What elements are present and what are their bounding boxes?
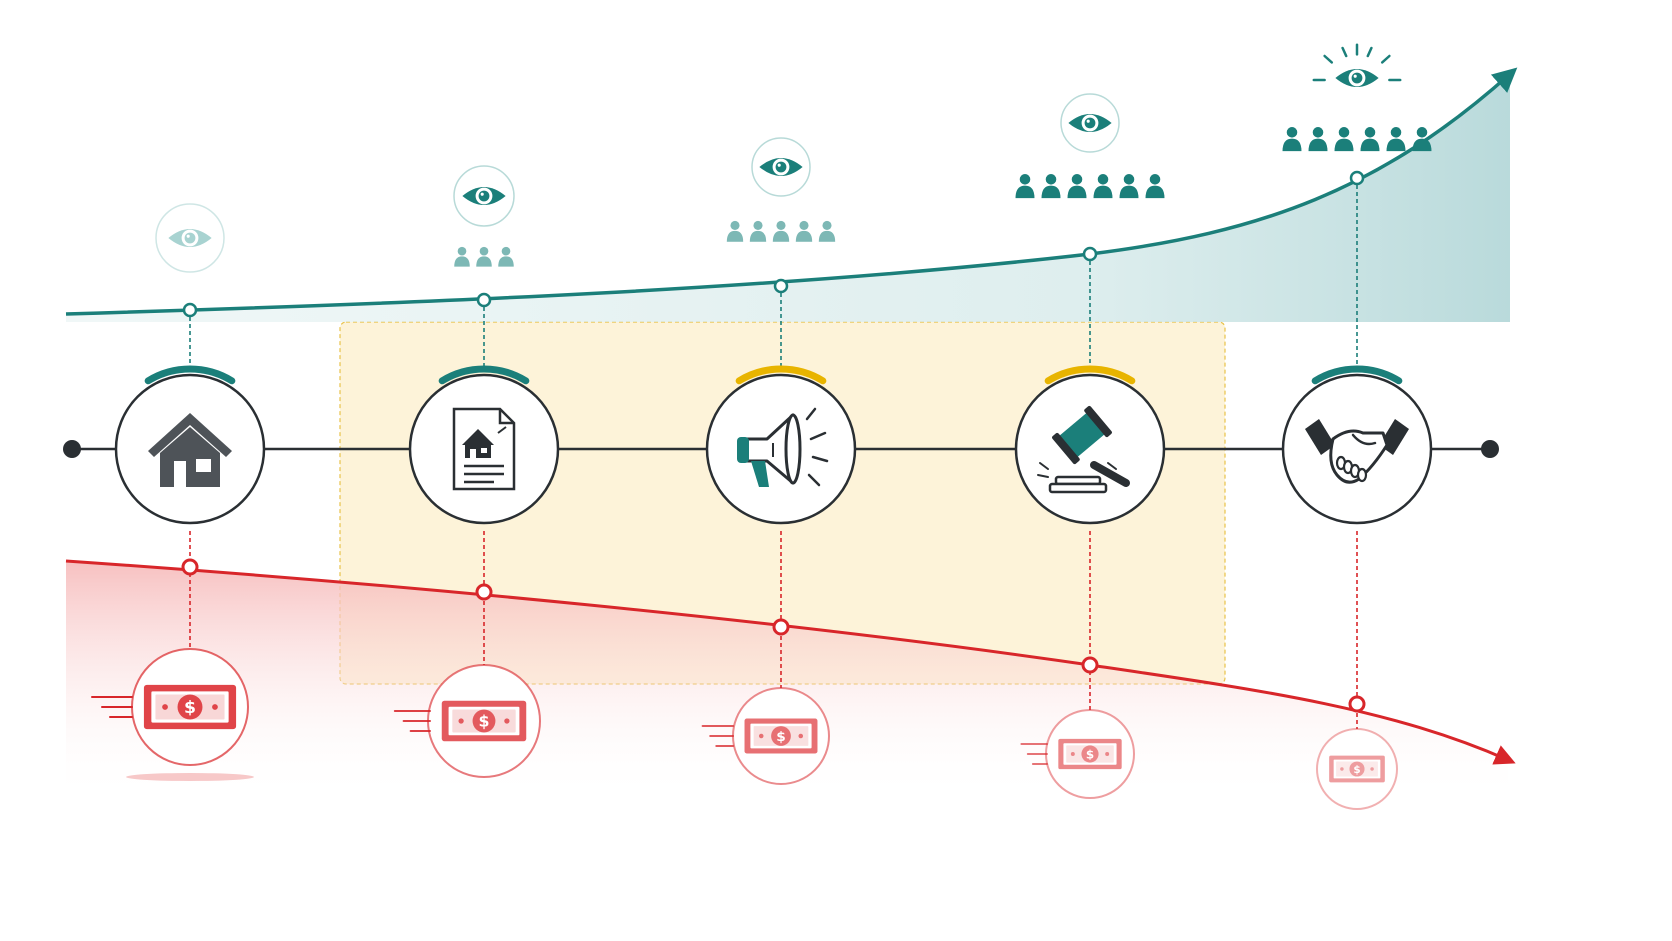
price-area (66, 561, 1508, 800)
price-point (475, 583, 493, 601)
megaphone-icon (737, 407, 829, 487)
viewer-person-icon (818, 220, 836, 242)
dollar-bill-icon (143, 684, 237, 730)
stage-progress-arc (144, 365, 236, 385)
price-point (1348, 695, 1366, 713)
stage-auction (1014, 93, 1166, 799)
visibility-point (476, 292, 492, 308)
price-point (772, 618, 790, 636)
viewer-person-icon (1067, 174, 1087, 199)
stage-marketing (701, 137, 857, 785)
viewer-person-icon (795, 220, 813, 242)
viewer-person-icon (1386, 127, 1406, 152)
viewer-person-icon (1145, 174, 1165, 199)
stage-progress-arc (1044, 365, 1136, 385)
dollar-bill-icon (1328, 755, 1386, 783)
visibility-point (182, 302, 198, 318)
visibility-ray (1323, 54, 1334, 64)
badge-shadow (126, 773, 254, 781)
timeline-start-dot (63, 440, 81, 458)
viewer-person-icon (749, 220, 767, 242)
viewer-person-icon (498, 246, 514, 267)
visibility-point (773, 278, 789, 294)
viewer-person-icon (1334, 127, 1354, 152)
viewer-person-icon (1041, 174, 1061, 199)
timeline-end-dot (1481, 440, 1499, 458)
visibility-area (66, 74, 1510, 322)
visibility-point (1082, 246, 1098, 262)
visibility-ray (1380, 54, 1391, 64)
stage-deal (1281, 43, 1433, 810)
visibility-point (1349, 170, 1365, 186)
stage-documents (393, 165, 560, 778)
viewer-person-icon (1015, 174, 1035, 199)
viewer-person-icon (476, 246, 492, 267)
dollar-bill-icon (1057, 738, 1123, 770)
gavel-icon (1037, 405, 1130, 494)
dollar-bill-icon (743, 717, 819, 755)
property-document-icon (452, 407, 516, 491)
visibility-ray (1341, 46, 1348, 58)
stage-circle (1014, 373, 1166, 525)
stage-listing (91, 203, 266, 781)
handshake-icon (1305, 419, 1409, 484)
visibility-ray (1366, 46, 1373, 58)
viewer-person-icon (772, 220, 790, 242)
eye-icon (1335, 69, 1379, 87)
dollar-bill-icon (441, 700, 527, 742)
stages-layer (91, 43, 1433, 810)
viewer-person-icon (1119, 174, 1139, 199)
stage-progress-arc (1311, 365, 1403, 385)
price-point (181, 558, 199, 576)
viewer-person-icon (1093, 174, 1113, 199)
viewer-person-icon (1308, 127, 1328, 152)
price-point (1081, 656, 1099, 674)
viewer-person-icon (1360, 127, 1380, 152)
house-icon (148, 413, 232, 487)
stage-progress-arc (735, 365, 827, 385)
viewer-person-icon (454, 246, 470, 267)
viewer-person-icon (1282, 127, 1302, 152)
viewer-person-icon (726, 220, 744, 242)
stage-progress-arc (438, 365, 530, 385)
